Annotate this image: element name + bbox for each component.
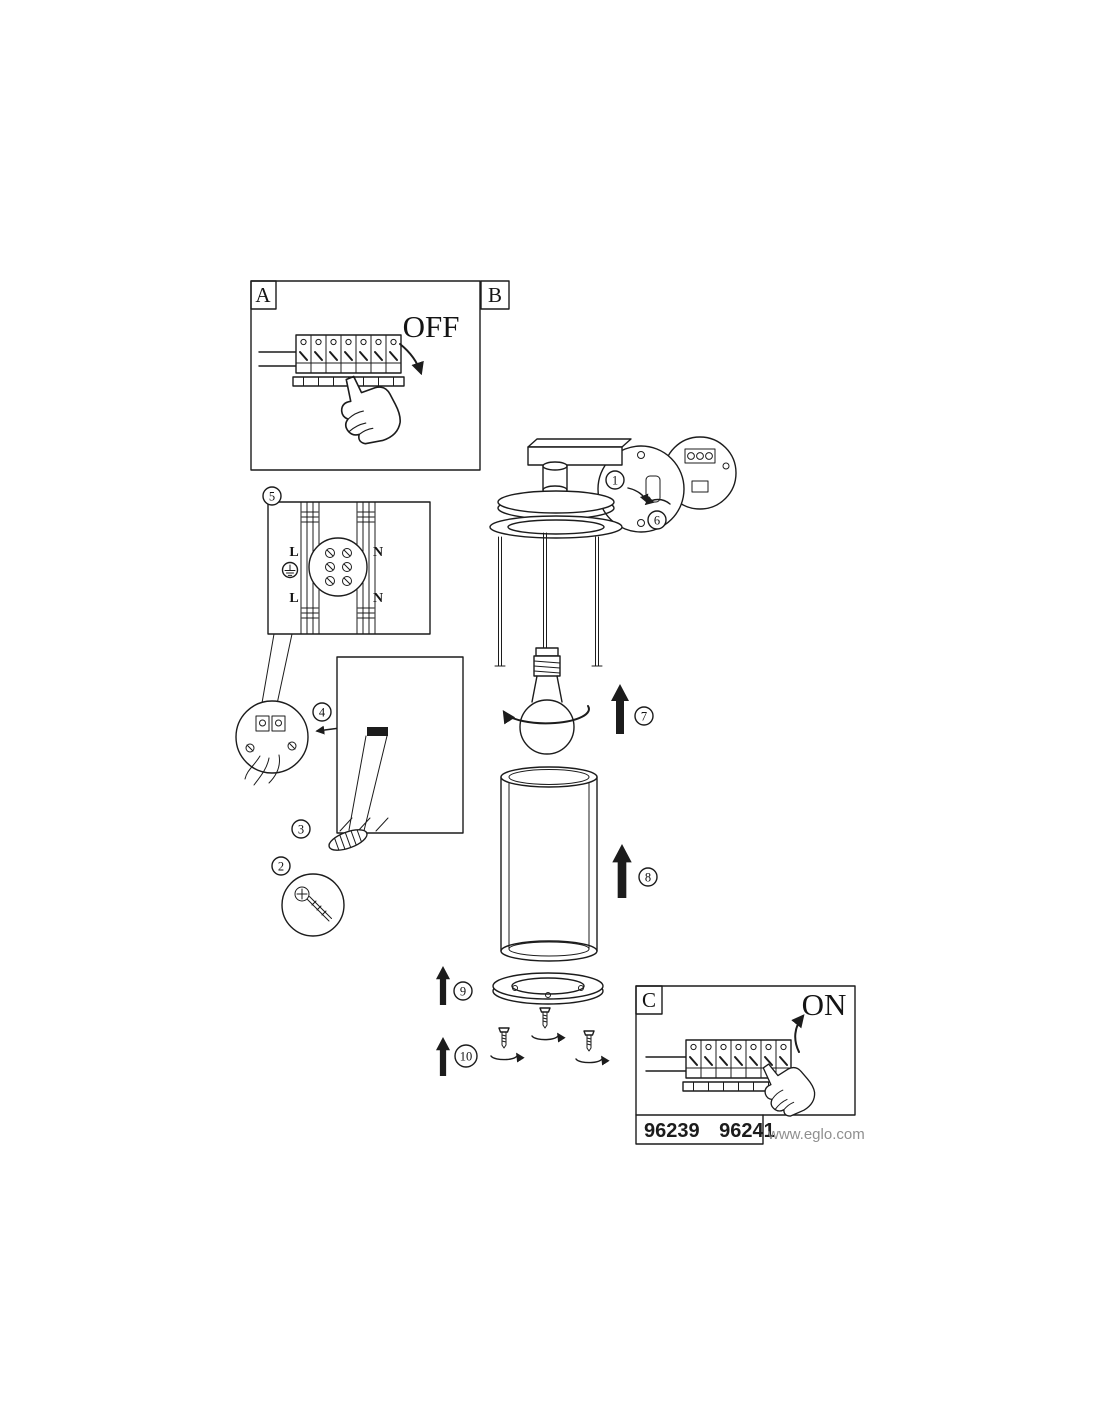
panel-c-label-box: [635, 985, 663, 1015]
glass-cylinder: [500, 766, 598, 962]
step-5-marker: 5: [262, 486, 282, 506]
models-box: [635, 1114, 764, 1145]
wall-mount-assembly: 1 6: [527, 436, 737, 533]
step-9-number: 9: [460, 985, 466, 999]
terminal-label-L-top: L: [289, 545, 298, 560]
step-2-marker: 2: [271, 856, 291, 876]
wall-plug-icon: [328, 829, 368, 851]
panel-b-label: B: [488, 283, 502, 307]
step-3-marker: 3: [291, 819, 311, 839]
panel-a-label: A: [255, 283, 271, 307]
lamp-rods: [494, 532, 603, 667]
panel-a-border: [250, 280, 481, 471]
bulb-neck: [531, 675, 563, 703]
rotate-arrow-screw-right-icon: [575, 1055, 610, 1066]
on-arrow-icon: [791, 1014, 805, 1053]
rotate-arrow-screw-center-icon: [531, 1032, 566, 1043]
panel-c: C ON: [635, 985, 856, 1125]
panel-a-label-box: [250, 280, 277, 310]
website-watermark: www.eglo.com: [767, 1126, 865, 1143]
bottom-ring: [492, 972, 604, 1005]
step-7-number: 7: [641, 710, 647, 724]
step-8-group: 8: [612, 844, 658, 898]
bulb: [519, 699, 575, 755]
screw-center-icon: [539, 1007, 551, 1029]
junction-detail-circle: [235, 700, 309, 774]
step-6-number: 6: [654, 514, 660, 528]
lamp-bulb-group: [502, 647, 590, 755]
ground-symbol-icon: [281, 561, 299, 579]
step-7-group: 7: [611, 684, 654, 734]
footer: 96239 96241 www.eglo.com: [635, 1114, 865, 1145]
detail-leader-lines: [261, 633, 293, 705]
screw-left-icon: [498, 1027, 510, 1049]
wall-patch: [336, 656, 464, 834]
wires: [244, 754, 280, 786]
step-8-number: 8: [645, 871, 651, 885]
terminal-label-N-bottom: N: [373, 591, 383, 606]
step-9-group: 9: [435, 966, 473, 1005]
terminal-label-N-top: N: [373, 545, 383, 560]
screw-right-icon: [583, 1030, 595, 1052]
step-2-number: 2: [278, 860, 284, 874]
step-10-group: 10: [435, 1037, 478, 1076]
terminal-label-L-bottom: L: [289, 591, 298, 606]
socket-cap: [535, 647, 559, 657]
up-arrow-step7-icon: [611, 684, 629, 734]
step-6-marker: 6: [647, 510, 667, 530]
wall-plate: [597, 445, 685, 533]
rotate-arrow-screw-left-icon: [490, 1052, 525, 1063]
up-arrow-step8-icon: [612, 844, 632, 898]
step-10-number: 10: [460, 1050, 473, 1064]
screw-detail: 2: [271, 856, 345, 937]
panel-a: A OFF: [250, 280, 481, 471]
up-arrow-step9-icon: [435, 966, 451, 1005]
left-arrow-step4-icon: [315, 725, 341, 735]
plug-leader-lines: [348, 735, 388, 840]
junction-detail: 4: [235, 700, 341, 786]
off-text: OFF: [403, 309, 460, 344]
step-9-marker: 9: [453, 981, 473, 1001]
brick-wall: [336, 656, 464, 840]
model-numbers: 96239 96241: [644, 1120, 775, 1142]
step-4-marker: 4: [312, 702, 332, 722]
step-4-number: 4: [319, 706, 326, 720]
rotate-arrow-bulb-icon: [502, 705, 590, 725]
step-3-number: 3: [298, 823, 304, 837]
step-7-marker: 7: [634, 706, 654, 726]
rotate-arrow-step6-icon: [644, 495, 671, 506]
step-10-marker: 10: [454, 1044, 478, 1068]
panel-c-label: C: [642, 988, 656, 1012]
panel-b-label-group: B: [480, 280, 510, 310]
step-8-marker: 8: [638, 867, 658, 887]
wall-hatching: [339, 817, 389, 832]
terminal-detail: L N L N 5: [261, 486, 431, 705]
wall-anchor-hole: [367, 727, 388, 736]
wall-plug-detail: 3: [291, 819, 368, 851]
panel-b-label-box: [480, 280, 510, 310]
off-arrow-icon: [399, 343, 424, 376]
fixing-screws: [490, 1007, 610, 1066]
lamp-canopy: [489, 461, 623, 539]
terminal-connector: [308, 537, 368, 597]
on-text: ON: [802, 987, 847, 1022]
step-1-marker: 1: [605, 470, 625, 490]
bracket-arm: [527, 438, 632, 466]
panel-c-border: [635, 985, 856, 1116]
step-5-number: 5: [269, 490, 275, 504]
step-1-number: 1: [612, 474, 618, 488]
up-arrow-step10-icon: [435, 1037, 451, 1076]
